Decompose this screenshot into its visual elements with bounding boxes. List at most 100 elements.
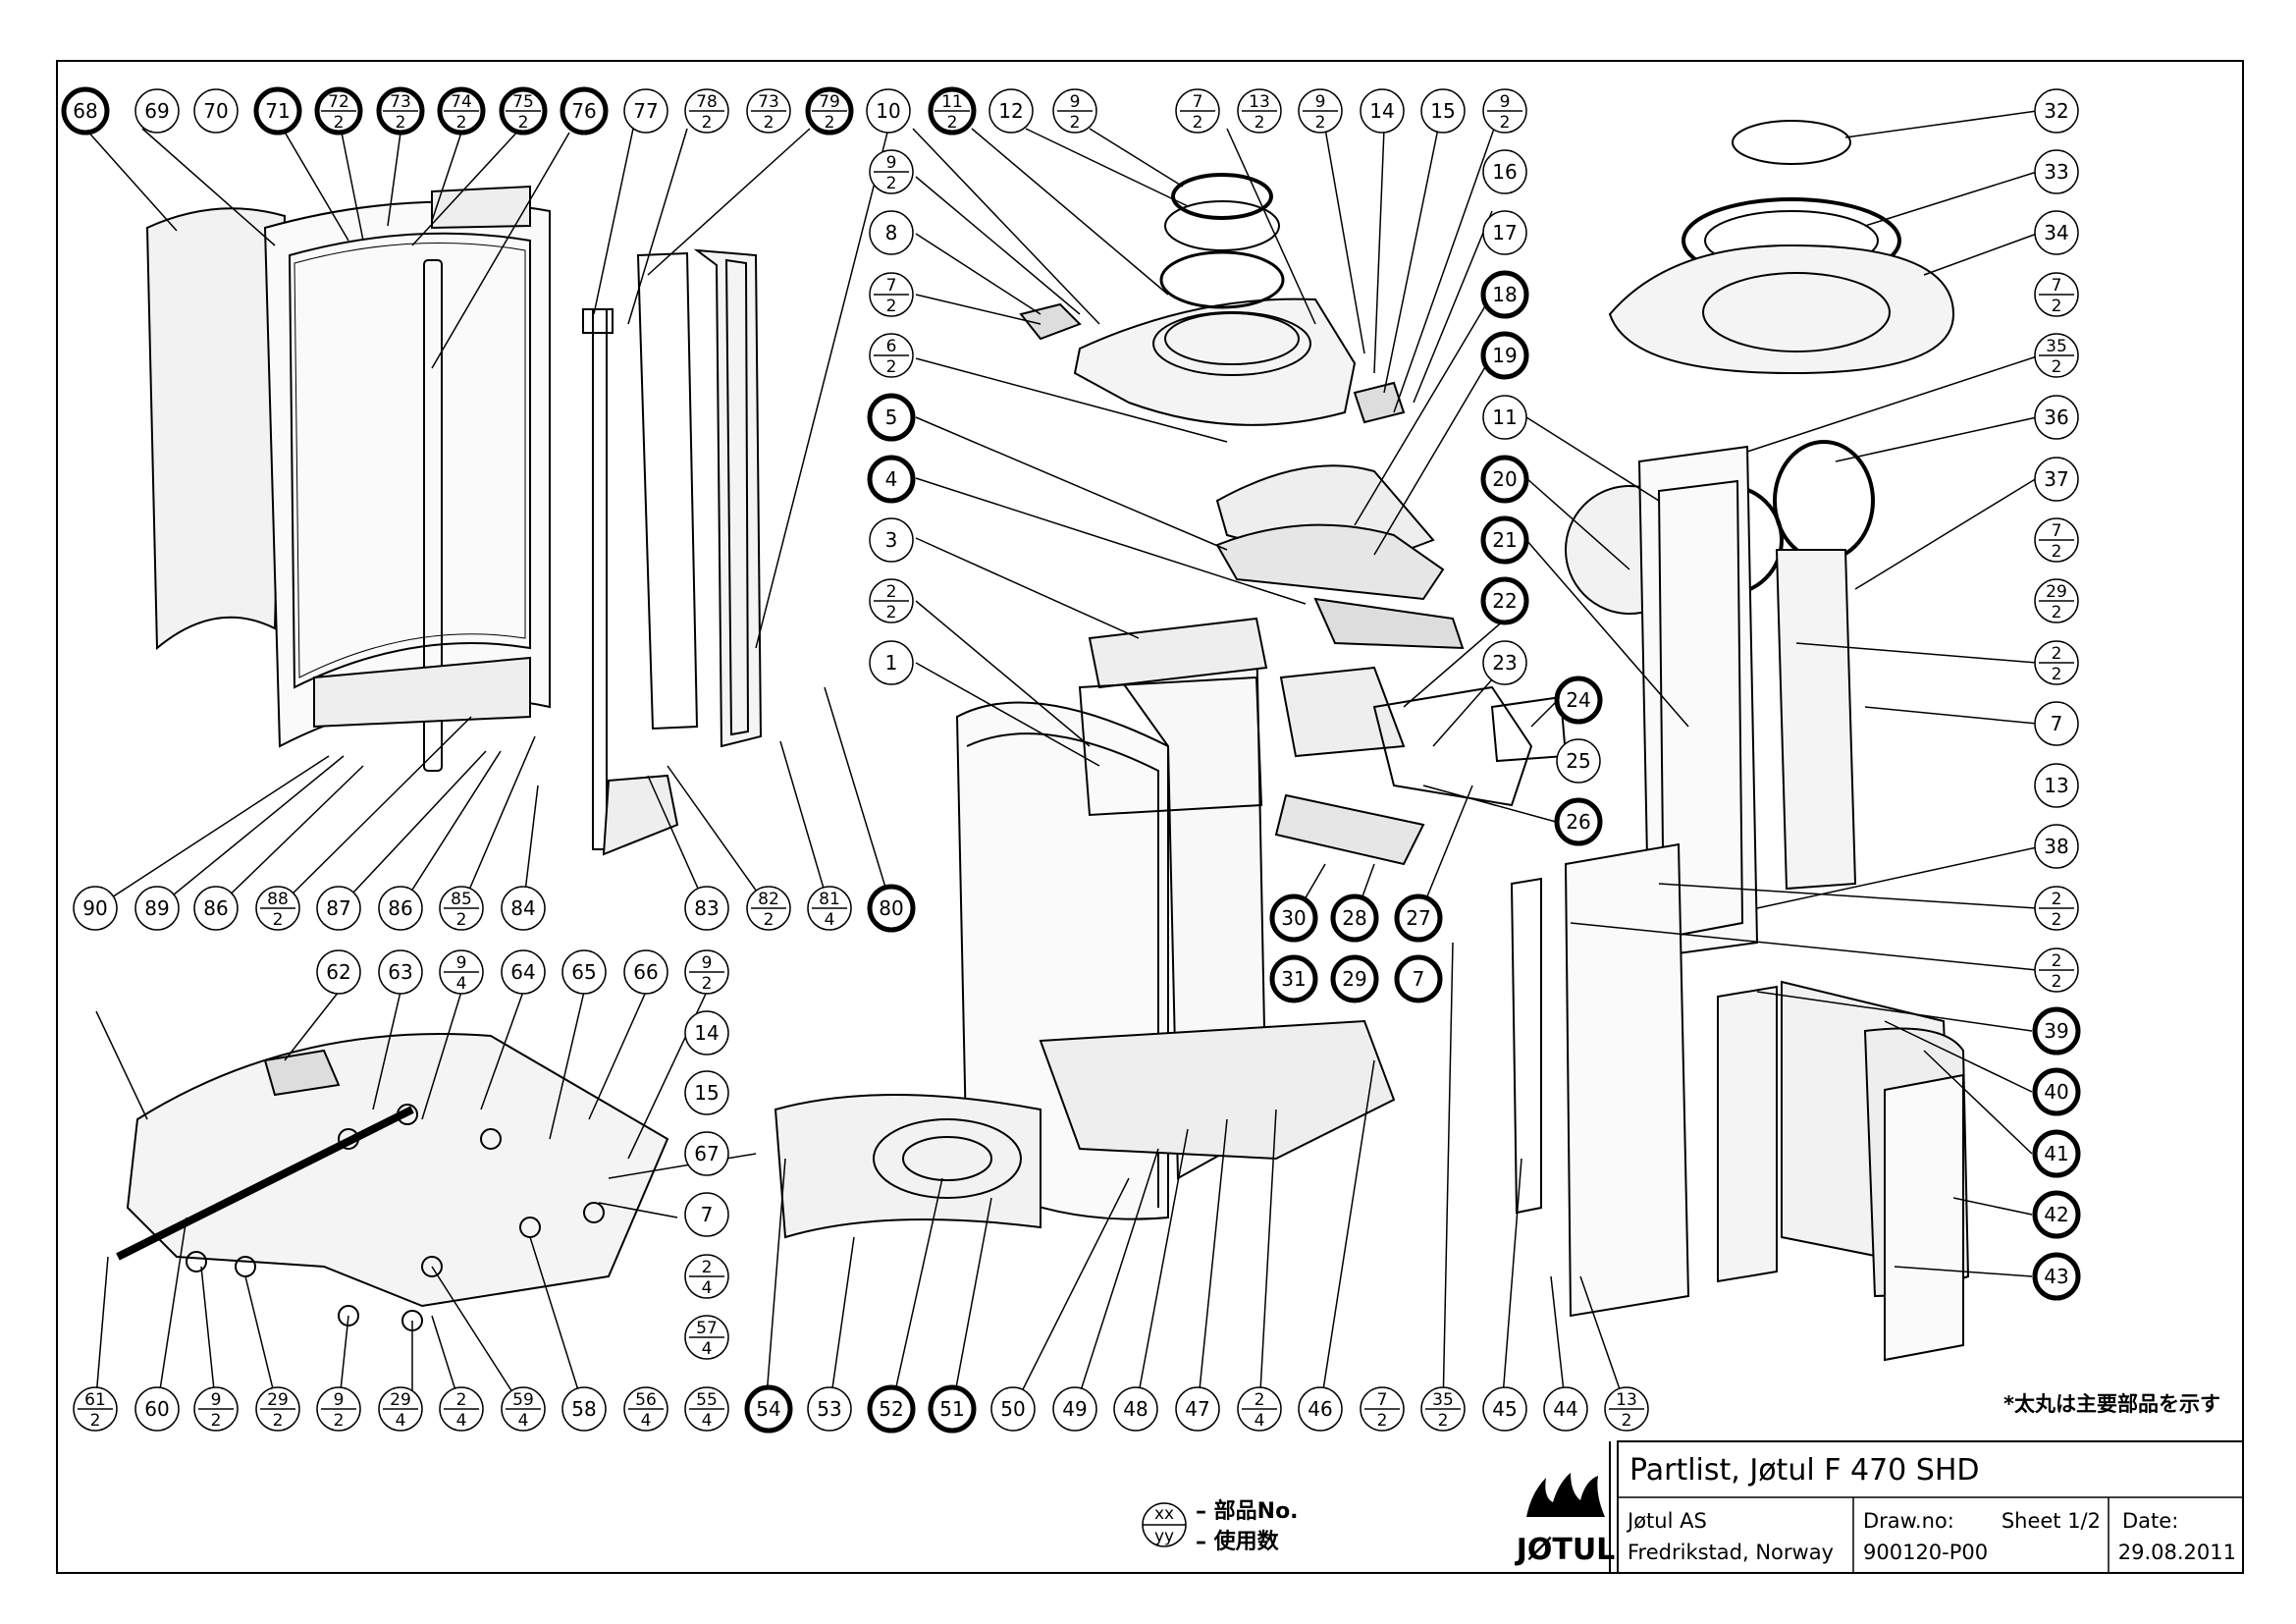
part-number: 8	[885, 221, 898, 244]
callout-bubble: 86	[193, 886, 239, 931]
part-number: 3	[885, 528, 898, 552]
part-number: 47	[1185, 1397, 1209, 1421]
part-quantity: 4	[456, 1411, 467, 1431]
top-cover-plate-drawing	[1608, 120, 1955, 375]
jotul-logo: JØTUL	[1515, 1473, 1615, 1567]
part-number: 14	[1369, 99, 1394, 123]
part-number: 50	[1000, 1397, 1025, 1421]
part-number: 76	[571, 99, 596, 123]
drawings	[116, 120, 1970, 1362]
part-quantity: 2	[764, 113, 774, 133]
callout-bubble: 112	[928, 86, 977, 135]
part-bubble	[1482, 210, 1527, 255]
part-number: 59	[512, 1390, 534, 1410]
callout-bubble: 752	[499, 86, 548, 135]
part-bubble	[1482, 149, 1527, 194]
part-quantity: 2	[947, 113, 958, 133]
sheet-number: Sheet 1/2	[2002, 1509, 2101, 1533]
part-number: 29	[1342, 967, 1366, 991]
part-quantity: 2	[2052, 665, 2062, 684]
part-bubble	[623, 88, 668, 134]
part-quantity: 2	[2052, 297, 2062, 316]
callout-bubble: 3	[869, 517, 914, 563]
part-bubble	[684, 1070, 729, 1115]
company-name: Jøtul AS	[1626, 1509, 1707, 1533]
callout-bubble: 294	[378, 1386, 423, 1432]
part-bubble	[684, 886, 729, 931]
callout-bubble: 54	[744, 1384, 793, 1434]
part-number: 30	[1281, 906, 1306, 930]
part-quantity: 4	[641, 1411, 652, 1431]
callout-bubble: 92	[684, 949, 729, 995]
part-bubble	[378, 949, 423, 995]
callout-bubble: 36	[2034, 395, 2079, 440]
part-bubble	[134, 1386, 180, 1432]
part-quantity: 2	[1315, 113, 1326, 133]
drawing-number: 900120-P00	[1863, 1541, 1988, 1564]
bottom-plate-drawing	[116, 1033, 669, 1331]
part-bubble	[1420, 88, 1466, 134]
title-block: Partlist, Jøtul F 470 SHD Jøtul AS Fredr…	[1609, 1440, 2244, 1574]
part-number: 17	[1492, 221, 1517, 244]
drawing-title: Partlist, Jøtul F 470 SHD	[1629, 1453, 1980, 1488]
part-quantity: 2	[1622, 1411, 1632, 1431]
callout-bubble: 292	[2034, 578, 2079, 623]
callout-bubble: 72	[869, 272, 914, 317]
part-number: 15	[694, 1081, 719, 1105]
callout-bubble: 814	[807, 886, 852, 931]
flame-icon	[1526, 1473, 1605, 1517]
part-number: 23	[1492, 651, 1517, 675]
part-quantity: 2	[456, 113, 467, 133]
callout-bubble: 63	[378, 949, 423, 995]
part-bubble	[1360, 88, 1405, 134]
major-part-bubble	[1480, 455, 1529, 504]
callout-bubble: 23	[1482, 640, 1527, 685]
callout-bubble: 67	[684, 1131, 729, 1176]
part-number: 67	[694, 1142, 719, 1165]
callout-bubble: 87	[316, 886, 361, 931]
part-quantity: 2	[2052, 542, 2062, 562]
part-number: 82	[758, 890, 779, 909]
part-number: 9	[1500, 92, 1511, 112]
part-quantity: 2	[702, 974, 713, 994]
callout-bubble: 92	[193, 1386, 239, 1432]
part-number: 46	[1308, 1397, 1332, 1421]
part-number: 7	[1413, 967, 1425, 991]
part-number: 9	[702, 953, 713, 973]
part-number: 35	[2046, 337, 2067, 356]
callout-bubble: 72	[2034, 272, 2079, 317]
part-quantity: 2	[886, 174, 897, 193]
callout-bubble: 24	[684, 1254, 729, 1299]
callout-bubble: 62	[316, 949, 361, 995]
side-glass-panel-drawing	[145, 207, 287, 651]
callout-bubble: 24	[1554, 676, 1603, 725]
part-bubble	[807, 1386, 852, 1432]
callout-bubble: 13	[2034, 763, 2079, 808]
callout-bubble: 76	[560, 86, 609, 135]
part-number: 2	[2052, 890, 2062, 909]
part-bubble	[2034, 763, 2079, 808]
part-number: 25	[1566, 749, 1590, 773]
callout-bubble: 612	[73, 1386, 118, 1432]
part-quantity: 4	[702, 1278, 713, 1298]
major-part-bubble	[1480, 331, 1529, 380]
part-bubble	[2034, 210, 2079, 255]
part-number: 86	[203, 896, 228, 920]
part-number: 9	[334, 1390, 345, 1410]
part-number: 60	[144, 1397, 169, 1421]
part-number: 52	[879, 1397, 903, 1421]
callout-bubble: 132	[1237, 88, 1282, 134]
part-number: 7	[886, 276, 897, 296]
major-part-bubble	[2032, 1190, 2081, 1239]
part-quantity: 4	[702, 1411, 713, 1431]
part-number: 74	[451, 92, 472, 112]
callout-bubble: 352	[1420, 1386, 1466, 1432]
part-number: 53	[817, 1397, 841, 1421]
part-number: 36	[2044, 406, 2068, 429]
part-number: 13	[1249, 92, 1270, 112]
callout-bubble: 92	[316, 1386, 361, 1432]
part-number: 72	[328, 92, 349, 112]
part-number: 45	[1492, 1397, 1517, 1421]
part-number: 71	[265, 99, 290, 123]
